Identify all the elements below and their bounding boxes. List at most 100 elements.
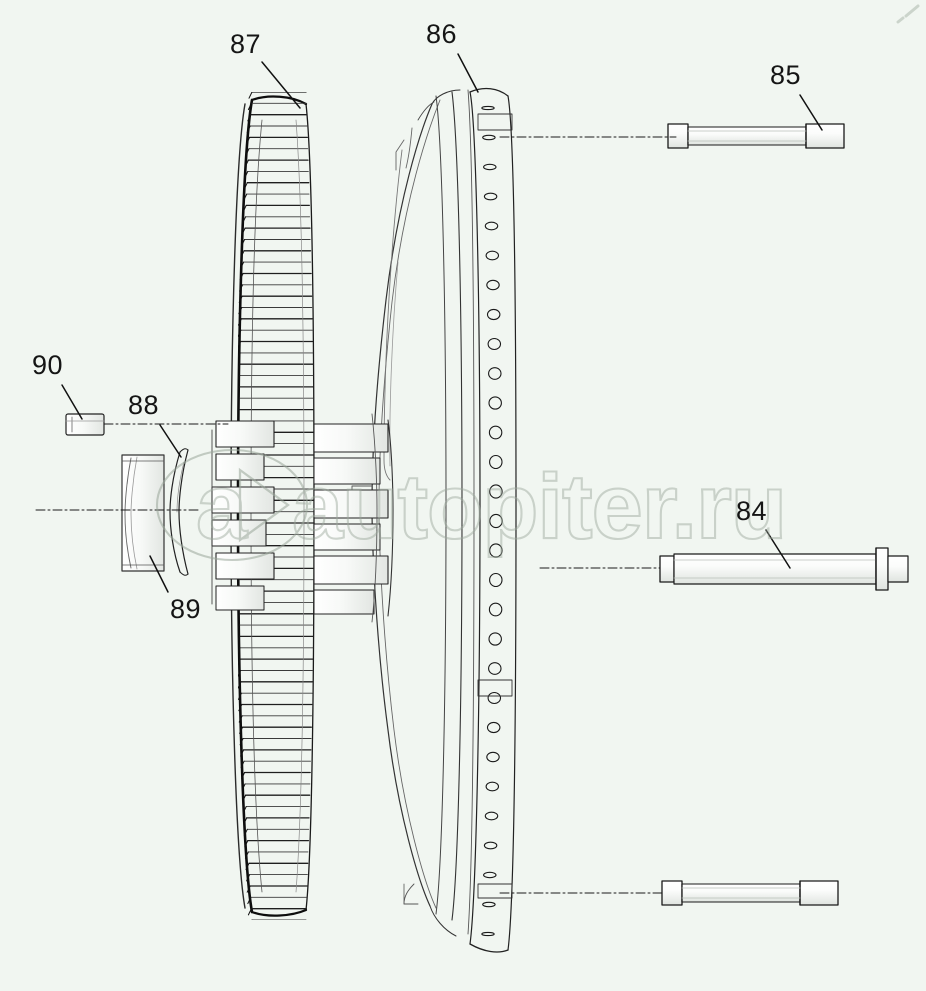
flange-bolt-hole — [489, 572, 503, 588]
flange-bolt-hole — [489, 513, 503, 529]
gear-tooth-flank — [240, 250, 245, 258]
gear-tooth-flank — [238, 692, 242, 700]
gear-tooth-flank — [240, 261, 245, 269]
gear-tooth-flank — [238, 658, 241, 666]
gear-tooth-flank — [238, 397, 240, 402]
flange-bolt-hole — [486, 721, 501, 734]
watermark-text: autopiter.ru — [292, 456, 786, 558]
gear-tooth-flank — [238, 704, 243, 712]
part-thrust-washer — [169, 448, 189, 576]
callout-label-86: 86 — [426, 19, 458, 49]
gear-tooth-flank — [238, 341, 242, 349]
part-bolt-short-bottom — [661, 880, 839, 906]
flange-bolt-hole — [489, 543, 503, 558]
part-bolt-short-top — [667, 123, 845, 149]
callout-label-90: 90 — [32, 350, 64, 380]
part-flywheel-housing — [351, 87, 517, 953]
leader-line-85 — [799, 94, 823, 131]
part-bolt-long-middle — [659, 547, 909, 591]
gear-tooth-flank — [238, 624, 240, 630]
gear-tooth-flank — [247, 114, 252, 122]
flange-bolt-hole — [487, 337, 502, 351]
gear-tooth-flank — [238, 363, 241, 370]
flange-bolt-hole — [483, 192, 498, 201]
flange-slot — [477, 679, 513, 697]
watermark-logo-icon: a — [155, 448, 309, 562]
gear-tooth-flank — [238, 352, 241, 359]
assembly-centerlines — [35, 136, 677, 894]
gear-tooth-flank — [238, 375, 241, 381]
leader-line-89 — [149, 555, 169, 593]
part-flywheel-hub — [211, 413, 394, 623]
gear-tooth-flank — [238, 318, 242, 326]
gear-tooth-flank — [240, 749, 245, 757]
callout-label-89: 89 — [170, 594, 202, 624]
callout-label-85: 85 — [770, 60, 802, 90]
gear-tooth-flank — [247, 102, 252, 111]
gear-tooth-flank — [242, 794, 247, 802]
flange-slot — [477, 113, 513, 131]
gear-tooth-flank — [238, 715, 243, 723]
gear-tooth-flank — [242, 216, 247, 224]
gear-tooth-flank — [244, 840, 249, 848]
gear-tooth-flank — [238, 613, 240, 618]
flange-bolt-hole — [489, 484, 503, 499]
gear-tooth-flank — [243, 817, 248, 825]
gear-tooth-flank — [241, 227, 246, 235]
flange-bolt-holes — [477, 105, 513, 937]
gear-tooth-flank — [244, 851, 249, 859]
gear-tooth-flank — [238, 307, 243, 315]
gear-tooth-flank — [244, 170, 249, 179]
flange-bolt-hole — [488, 425, 503, 440]
flange-bolt-hole — [483, 163, 497, 171]
flange-bolt-hole — [481, 105, 495, 111]
gear-tooth-flank — [239, 738, 244, 746]
gear-tooth-flank — [238, 409, 240, 413]
leader-line-84 — [765, 529, 791, 569]
flange-bolt-hole — [486, 279, 500, 291]
gear-tooth-flank — [241, 783, 246, 791]
flange-bolt-hole — [482, 134, 496, 141]
gear-tooth-flank — [247, 908, 252, 916]
gear-tooth-flank — [238, 647, 241, 654]
flange-bolt-hole — [484, 221, 499, 231]
leader-line-88 — [159, 424, 182, 458]
flange-bolt-hole — [483, 841, 498, 850]
gear-tooth-flank — [241, 239, 246, 247]
gear-tooth-flank — [242, 806, 247, 814]
leader-line-90 — [61, 384, 83, 420]
part-key-pin — [65, 413, 105, 436]
gear-tooth-flank — [248, 92, 253, 99]
gear-tooth-flank — [244, 159, 249, 167]
flange-bolt-hole — [487, 691, 502, 705]
flange-slot — [477, 883, 513, 899]
gear-tooth-flank — [238, 295, 243, 303]
flange-bolt-hole — [486, 308, 501, 321]
gear-tooth-flank — [246, 885, 251, 893]
gear-tooth-flank — [245, 862, 250, 870]
gear-tooth-flank — [238, 635, 241, 642]
flange-bolt-hole — [482, 901, 496, 908]
callout-label-88: 88 — [128, 390, 160, 420]
gear-tooth-flank — [238, 670, 242, 677]
gear-tooth-flank — [246, 136, 251, 145]
flange-bolt-hole — [488, 602, 503, 617]
leader-line-87 — [261, 61, 301, 109]
gear-tooth-flank — [238, 681, 242, 689]
flange-bolt-hole — [485, 250, 500, 261]
gear-tooth-flank — [242, 204, 247, 213]
flange-bolt-hole — [483, 871, 497, 879]
flange-bolt-hole — [488, 367, 502, 380]
flange-bolt-hole — [488, 396, 502, 410]
gear-tooth-flank — [243, 182, 248, 190]
gear-tooth-flank — [238, 329, 242, 337]
gear-tooth-flank — [240, 760, 245, 768]
flange-bolt-hole — [488, 662, 502, 675]
flange-bolt-hole — [485, 781, 500, 792]
callout-leaders — [61, 53, 823, 593]
flange-bolt-hole — [489, 454, 503, 470]
flange-bolt-hole — [481, 931, 495, 937]
gear-tooth-flank — [243, 193, 248, 201]
gear-tooth-flank — [247, 896, 252, 905]
